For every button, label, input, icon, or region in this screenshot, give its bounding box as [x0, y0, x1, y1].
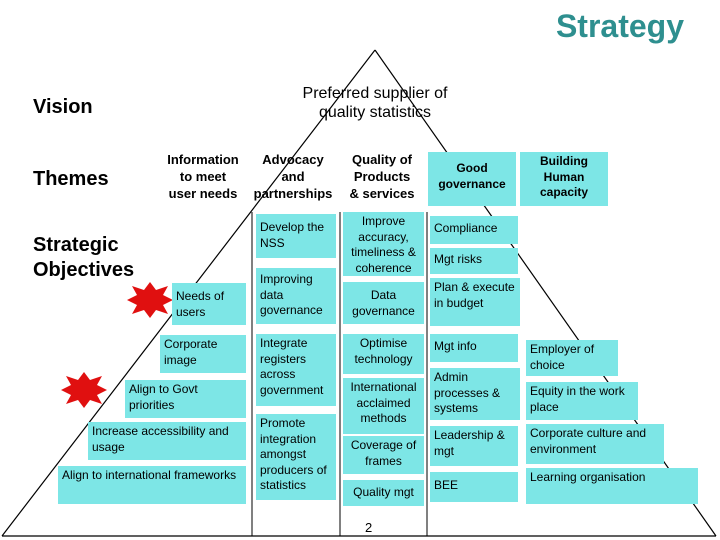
objective-data-governance: Data governance [343, 282, 424, 324]
objective-increase-access: Increase accessibility and usage [88, 422, 246, 460]
row-label-vision: Vision [33, 96, 93, 118]
page-title: Strategy [555, 8, 684, 44]
objective-quality-mgt: Quality mgt [343, 480, 424, 506]
objective-align-intl: Align to international frameworks [58, 466, 246, 504]
objective-learning-org: Learning organisation [526, 468, 698, 504]
objective-plan-budget: Plan & execute in budget [430, 278, 520, 326]
objective-improving-data-gov: Improving data governance [256, 268, 336, 324]
objective-integrate-registers: Integrate registers across government [256, 334, 336, 406]
page-number: 2 [365, 520, 373, 535]
row-label-themes: Themes [33, 168, 109, 190]
objective-align-govt: Align to Govt priorities [125, 380, 246, 418]
objective-coverage-frames: Coverage of frames [343, 436, 424, 474]
objective-corporate-culture: Corporate culture and environment [526, 424, 664, 464]
objective-intl-methods: International acclaimed methods [343, 378, 424, 434]
objective-leadership: Leadership & mgt [430, 426, 518, 466]
objective-mgt-risks: Mgt risks [430, 248, 518, 274]
objective-needs-of-users: Needs of users [172, 283, 246, 325]
red-star-icon [127, 282, 173, 318]
vision-statement: Preferred supplier of quality statistics [302, 85, 448, 122]
objective-admin-processes: Admin processes & systems [430, 368, 520, 420]
objective-develop-nss: Develop the NSS [256, 214, 336, 258]
objective-promote-integration: Promote integration amongst producers of… [256, 414, 336, 500]
objective-optimise-tech: Optimise technology [343, 334, 424, 374]
objective-bee: BEE [430, 472, 518, 502]
objective-compliance: Compliance [430, 216, 518, 244]
objective-corporate-image: Corporate image [160, 335, 246, 373]
objective-employer-choice: Employer of choice [526, 340, 618, 376]
objective-mgt-info: Mgt info [430, 334, 518, 362]
red-star-icon-2 [61, 372, 107, 408]
objective-improve-accuracy: Improve accuracy, timeliness & coherence [343, 212, 424, 276]
row-label-objectives: Strategic Objectives [33, 234, 135, 281]
objective-equity: Equity in the work place [526, 382, 638, 420]
